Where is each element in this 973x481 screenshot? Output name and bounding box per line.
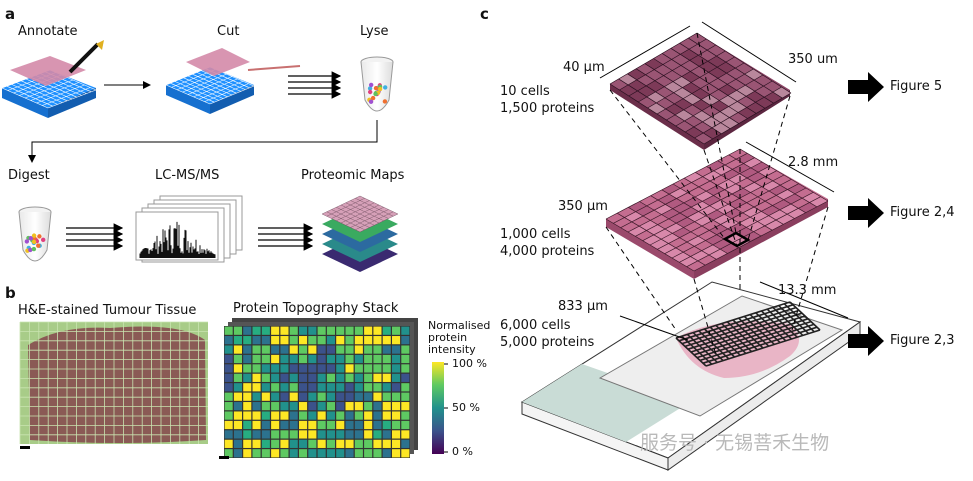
lcms-spectra-stack: [135, 195, 243, 263]
annotate-illustration: [1, 40, 104, 118]
step-cut-label: Cut: [217, 24, 240, 39]
colorbar-title-line1: Normalised: [428, 319, 491, 332]
step-lyse-label: Lyse: [360, 24, 389, 39]
top-tissue-tile: [609, 32, 792, 150]
level1-dim-label: 350 um: [788, 52, 838, 67]
mid-tissue-tile: [605, 148, 829, 279]
watermark: 服务号 · 无锡菩禾生物: [640, 432, 830, 454]
digest-to-lcms-arrows: [66, 223, 124, 251]
protein-topography-stack: [219, 318, 418, 459]
he-tissue-title: H&E-stained Tumour Tissue: [18, 303, 197, 318]
colorbar: [432, 362, 448, 454]
colorbar-tick-0: 0 %: [452, 445, 473, 458]
cut-to-lyse-arrows: [288, 71, 342, 99]
panel-c-label: c: [480, 5, 489, 23]
step-annotate-label: Annotate: [18, 24, 78, 39]
figure-2-4-label: Figure 2,4: [890, 205, 955, 220]
level3-cells: 6,000 cells: [500, 318, 571, 333]
lcms-to-maps-arrows: [258, 223, 314, 251]
dimension-lines: [599, 21, 849, 341]
colorbar-tick-50: 50 %: [452, 401, 480, 414]
panel-b-label: b: [5, 284, 16, 302]
projection-lines: [605, 32, 829, 356]
level2-dim-label: 2.8 mm: [788, 155, 839, 170]
level3-size-label: 833 μm: [558, 299, 608, 314]
panel-a-label: a: [5, 5, 16, 23]
he-tissue-grid: [19, 321, 208, 449]
figure-2-3-label: Figure 2,3: [890, 333, 955, 348]
level1-cells: 10 cells: [500, 84, 550, 99]
colorbar-title-line3: intensity: [428, 343, 476, 356]
figure-5-label: Figure 5: [890, 79, 943, 94]
step-digest-label: Digest: [8, 168, 50, 183]
lyse-tube-icon: [360, 56, 394, 112]
level2-proteins: 4,000 proteins: [500, 244, 595, 259]
level1-proteins: 1,500 proteins: [500, 101, 595, 116]
step-lcms-label: LC-MS/MS: [155, 168, 220, 183]
arrow-figure-2-3: [848, 326, 884, 356]
digest-tube-icon: [18, 206, 52, 262]
step-proteomic-maps-label: Proteomic Maps: [301, 168, 405, 183]
arrow-lyse-to-digest: [28, 120, 378, 163]
cut-illustration: [165, 48, 301, 114]
arrow-figure-2-4: [848, 198, 884, 228]
level3-dim-label: 13.3 mm: [778, 283, 837, 298]
level1-size-label: 40 μm: [563, 60, 605, 75]
microscope-slide: [520, 281, 862, 471]
colorbar-tick-100: 100 %: [452, 357, 487, 370]
proteomic-maps-stack: [321, 195, 399, 272]
arrow-figure-5: [848, 72, 884, 102]
level2-size-label: 350 μm: [558, 199, 608, 214]
level3-proteins: 5,000 proteins: [500, 335, 595, 350]
topography-stack-title: Protein Topography Stack: [233, 301, 399, 316]
level2-cells: 1,000 cells: [500, 227, 571, 242]
colorbar-title-line2: protein: [428, 331, 468, 344]
